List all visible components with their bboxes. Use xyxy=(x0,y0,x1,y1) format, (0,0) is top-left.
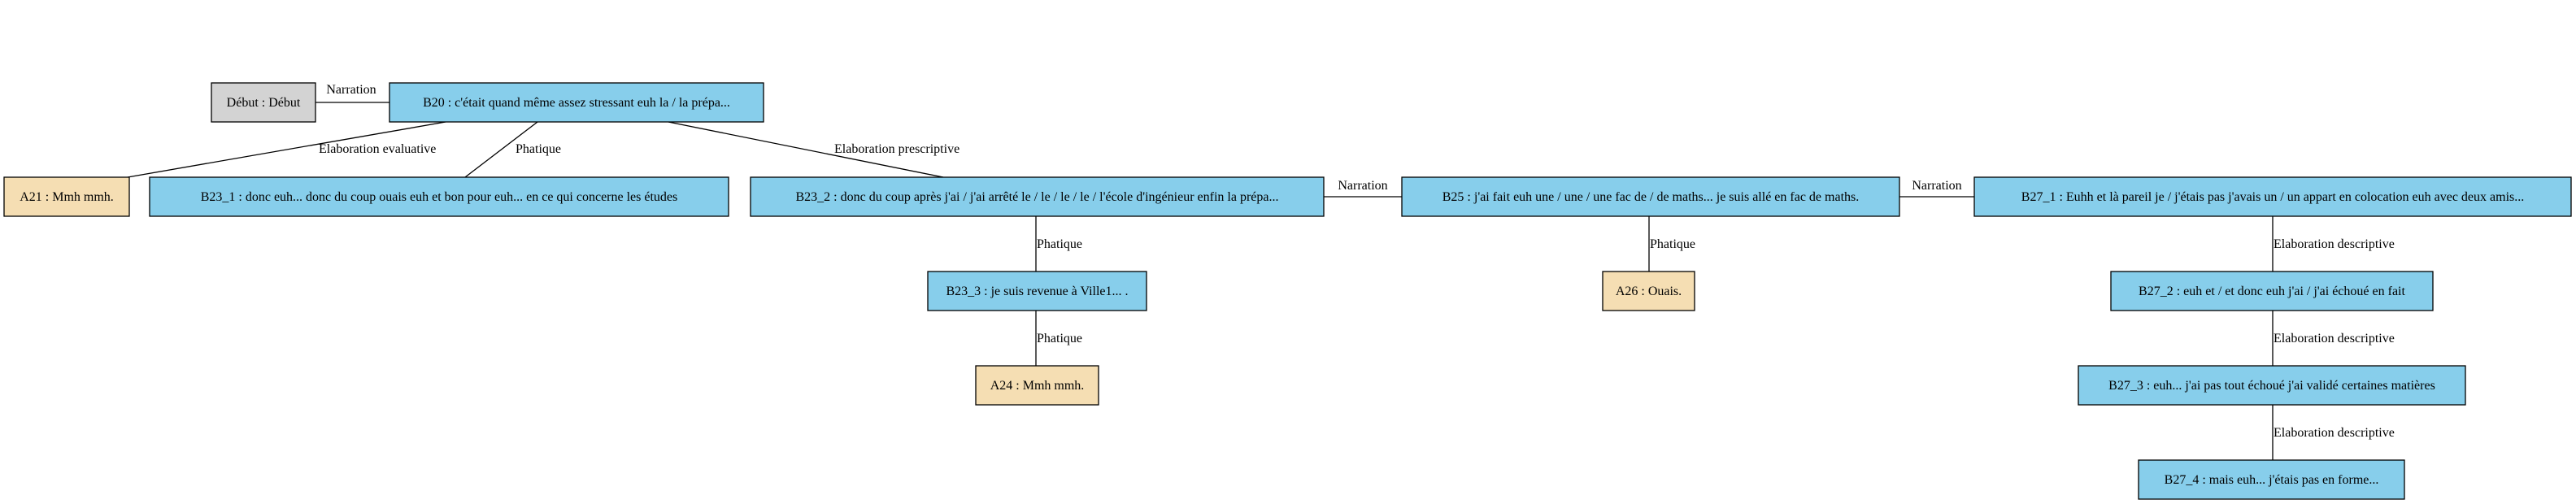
node-label: B25 : j'ai fait euh une / une / une fac … xyxy=(1442,190,1860,204)
node-label: B27_3 : euh... j'ai pas tout échoué j'ai… xyxy=(2108,379,2435,393)
node-a21: A21 : Mmh mmh. xyxy=(3,176,130,217)
edge-label: Elaboration prescriptive xyxy=(834,142,959,156)
node-b27-4: B27_4 : mais euh... j'étais pas en forme… xyxy=(2138,459,2405,500)
node-label: B27_4 : mais euh... j'étais pas en forme… xyxy=(2165,473,2379,487)
edge-b23-2-to-b25: Narration xyxy=(1324,179,1402,198)
node-b27-3: B27_3 : euh... j'ai pas tout échoué j'ai… xyxy=(2078,365,2466,406)
node-box xyxy=(1973,176,2572,217)
edge-b23-2-to-b23-3: Phatique xyxy=(1035,216,1082,272)
node-box xyxy=(149,176,729,217)
nodes-layer: Début : Début B20 : c'était quand même as… xyxy=(3,82,2572,500)
edge-label: Narration xyxy=(1338,179,1387,193)
node-box xyxy=(2110,271,2434,311)
node-box xyxy=(750,176,1325,217)
edge-b25-to-b27-1: Narration xyxy=(1899,179,1974,198)
node-box xyxy=(211,82,316,123)
node-label: B23_2 : donc du coup après j'ai / j'ai a… xyxy=(796,190,1279,204)
edge-label: Elaboration evaluative xyxy=(319,142,436,156)
edge-b27-1-to-b27-2: Elaboration descriptive xyxy=(2272,216,2395,272)
edge-b27-3-to-b27-4: Elaboration descriptive xyxy=(2272,405,2395,460)
edge-label: Phatique xyxy=(1037,332,1082,345)
node-b23-2: B23_2 : donc du coup après j'ai / j'ai a… xyxy=(750,176,1325,217)
edge-label: Elaboration descriptive xyxy=(2274,237,2395,251)
edge-label: Phatique xyxy=(1650,237,1695,251)
edge-b20-to-a21: Elaboration evaluative xyxy=(127,121,446,178)
edge-label: Narration xyxy=(326,83,376,97)
node-b27-1: B27_1 : Euhh et là pareil je / j'étais p… xyxy=(1973,176,2572,217)
node-b20: B20 : c'était quand même assez stressant… xyxy=(389,82,764,123)
node-b23-1: B23_1 : donc euh... donc du coup ouais e… xyxy=(149,176,729,217)
edge-b25-to-a26: Phatique xyxy=(1648,216,1695,272)
node-label: B20 : c'était quand même assez stressant… xyxy=(423,96,730,110)
node-label: B27_1 : Euhh et là pareil je / j'étais p… xyxy=(2021,190,2524,204)
node-a24: A24 : Mmh mmh. xyxy=(975,365,1099,406)
node-b25: B25 : j'ai fait euh une / une / une fac … xyxy=(1401,176,1900,217)
node-label: B23_3 : je suis revenue à Ville1... . xyxy=(946,285,1128,298)
edge-b23-3-to-a24: Phatique xyxy=(1035,311,1082,366)
edge-line xyxy=(464,121,538,178)
node-label: A21 : Mmh mmh. xyxy=(20,190,114,204)
node-box xyxy=(927,271,1147,311)
edge-line xyxy=(127,121,446,178)
node-label: Début : Début xyxy=(227,96,301,110)
edge-label: Phatique xyxy=(1037,237,1082,251)
edge-b27-2-to-b27-3: Elaboration descriptive xyxy=(2272,311,2395,366)
edge-label: Narration xyxy=(1912,179,1961,193)
node-debut: Début : Début xyxy=(211,82,316,123)
node-label: A24 : Mmh mmh. xyxy=(990,379,1085,393)
node-box xyxy=(975,365,1099,406)
node-label: A26 : Ouais. xyxy=(1616,285,1682,298)
edge-label: Elaboration descriptive xyxy=(2274,426,2395,440)
node-box xyxy=(389,82,764,123)
node-box xyxy=(2138,459,2405,500)
node-b27-2: B27_2 : euh et / et donc euh j'ai / j'ai… xyxy=(2110,271,2434,311)
edge-b20-to-b23-1: Phatique xyxy=(464,121,561,178)
node-a26: A26 : Ouais. xyxy=(1602,271,1695,311)
node-box xyxy=(1401,176,1900,217)
edge-label: Phatique xyxy=(516,142,561,156)
edge-debut-to-b20: Narration xyxy=(315,83,389,103)
node-box xyxy=(3,176,130,217)
node-b23-3: B23_3 : je suis revenue à Ville1... . xyxy=(927,271,1147,311)
node-label: B23_1 : donc euh... donc du coup ouais e… xyxy=(201,190,678,204)
edge-b20-to-b23-2: Elaboration prescriptive xyxy=(668,121,959,178)
node-label: B27_2 : euh et / et donc euh j'ai / j'ai… xyxy=(2139,285,2405,298)
node-box xyxy=(2078,365,2466,406)
edge-line xyxy=(668,121,944,178)
edge-label: Elaboration descriptive xyxy=(2274,332,2395,345)
node-box xyxy=(1602,271,1695,311)
